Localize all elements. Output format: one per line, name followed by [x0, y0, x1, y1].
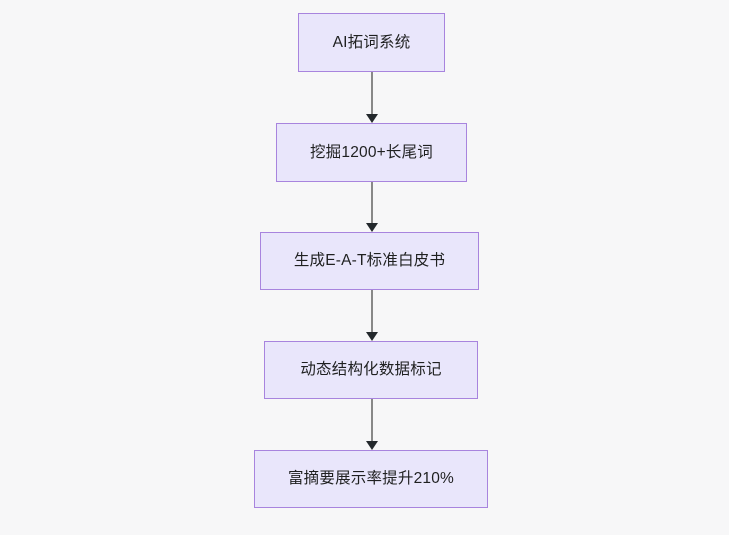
flow-edge-arrow [362, 290, 382, 341]
edge-line [371, 72, 373, 115]
flow-node-label: 生成E-A-T标准白皮书 [293, 252, 446, 270]
flow-node-label: 富摘要展示率提升210% [287, 470, 455, 488]
arrowhead-icon [366, 223, 378, 232]
flow-node-label: 动态结构化数据标记 [300, 361, 442, 379]
flow-edge-arrow [362, 72, 382, 123]
flow-edge-arrow [362, 182, 382, 232]
edge-line [371, 399, 373, 442]
flow-node-mine-longtail-keywords[interactable]: 挖掘1200+长尾词 [276, 123, 467, 182]
flow-node-dynamic-structured-data-markup[interactable]: 动态结构化数据标记 [264, 341, 478, 399]
arrowhead-icon [366, 114, 378, 123]
edge-line [371, 290, 373, 333]
flow-node-ai-keyword-system[interactable]: AI拓词系统 [298, 13, 445, 72]
flow-node-generate-eat-whitepaper[interactable]: 生成E-A-T标准白皮书 [260, 232, 479, 290]
arrowhead-icon [366, 441, 378, 450]
flow-node-rich-snippet-impression-lift[interactable]: 富摘要展示率提升210% [254, 450, 488, 508]
arrowhead-icon [366, 332, 378, 341]
edge-line [371, 182, 373, 224]
flow-edge-arrow [362, 399, 382, 450]
flow-node-label: 挖掘1200+长尾词 [309, 143, 434, 161]
flow-node-label: AI拓词系统 [332, 33, 411, 51]
